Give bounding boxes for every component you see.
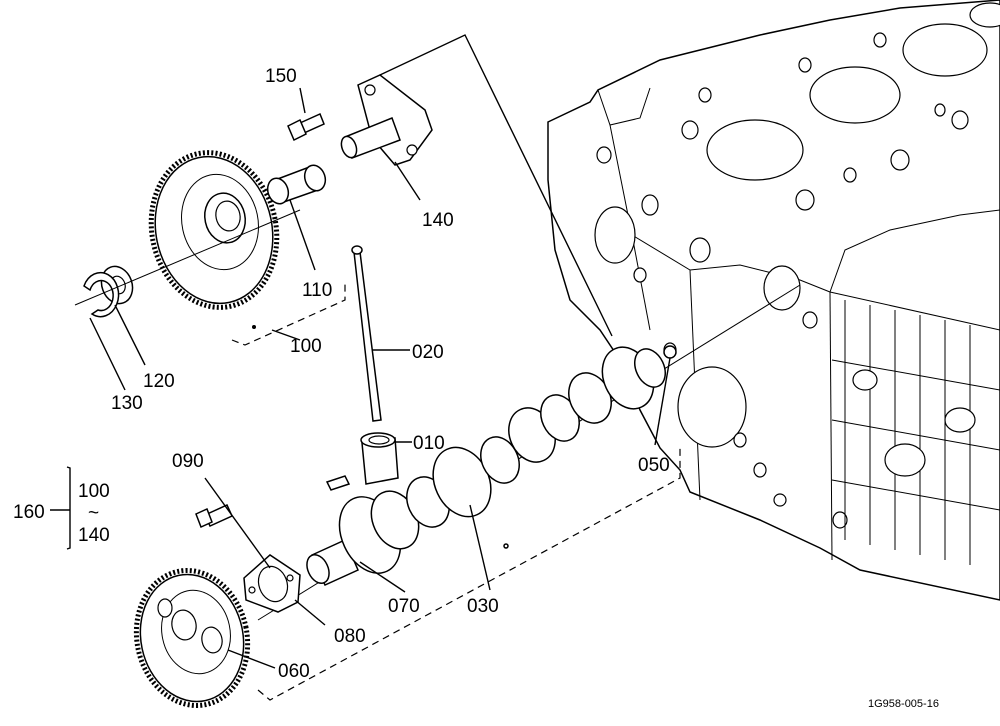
assembly-100-outline xyxy=(231,280,346,346)
bolt-090 xyxy=(195,504,233,529)
leader-lines xyxy=(50,87,671,669)
label-150: 150 xyxy=(265,66,297,87)
label-020: 020 xyxy=(412,342,444,363)
push-rod xyxy=(351,245,382,422)
circlip xyxy=(83,271,120,318)
set-range-from: 100 xyxy=(78,481,110,502)
engine-block xyxy=(547,0,1000,601)
camshaft-stopper xyxy=(243,554,301,613)
leader-140-block xyxy=(379,34,613,337)
label-090: 090 xyxy=(172,451,204,472)
idle-gear-shaft xyxy=(340,74,433,166)
bolt-150 xyxy=(287,112,325,142)
steel-ball xyxy=(663,345,677,359)
label-120: 120 xyxy=(143,371,175,392)
label-130: 130 xyxy=(111,393,143,414)
label-070: 070 xyxy=(388,596,420,617)
label-030: 030 xyxy=(467,596,499,617)
set-range-mark: ~ xyxy=(88,503,99,524)
label-060: 060 xyxy=(278,661,310,682)
label-010: 010 xyxy=(413,433,445,454)
cam-gear xyxy=(133,568,251,708)
tappet xyxy=(360,432,399,485)
camshaft xyxy=(306,346,666,586)
bushing xyxy=(266,164,327,205)
figure-code: 1G958-005-16 xyxy=(868,698,939,710)
idle-gear xyxy=(148,150,280,329)
label-080: 080 xyxy=(334,626,366,647)
label-110: 110 xyxy=(302,280,332,301)
feather-key xyxy=(325,475,351,491)
set-number: 160 xyxy=(13,502,45,523)
assembly-030-outline xyxy=(257,445,681,701)
label-140: 140 xyxy=(422,210,454,231)
set-range-to: 140 xyxy=(78,525,110,546)
label-100: 100 xyxy=(290,336,322,357)
label-050: 050 xyxy=(638,455,670,476)
